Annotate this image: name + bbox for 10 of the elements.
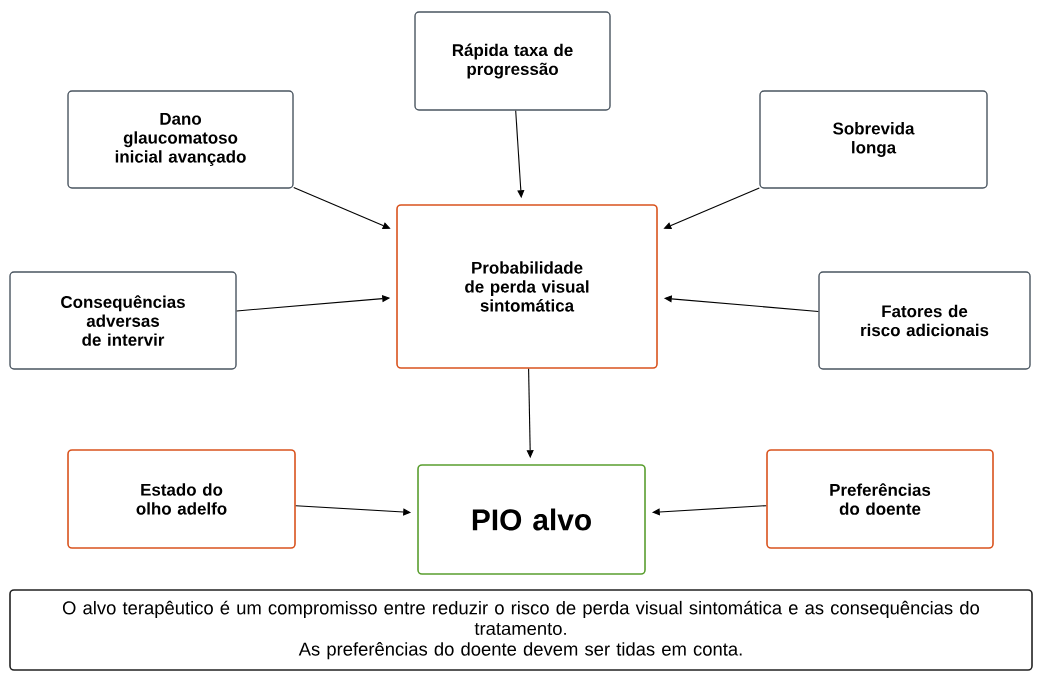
note-box: O alvo terapêutico é um compromisso entre reduzir o risco de perda visual sintomática e as consequências do tratamento. As preferências do doente devem ser tidas em conta. — [9, 589, 1033, 671]
factor-box: Consequências adversas de intervir — [9, 271, 237, 370]
factor-box: Preferências do doente — [766, 449, 994, 549]
factor-box: Estado do olho adelfo — [67, 449, 296, 549]
factor-box: Rápida taxa de progressão — [414, 11, 611, 111]
factor-box: Sobrevida longa — [759, 90, 988, 189]
outcome-box: Probabilidade de perda visual sintomática — [396, 204, 658, 369]
factor-box: Dano glaucomatoso inicial avançado — [67, 90, 294, 189]
factor-box: Fatores de risco adicionais — [818, 271, 1031, 370]
target-box: PIO alvo — [417, 464, 646, 575]
